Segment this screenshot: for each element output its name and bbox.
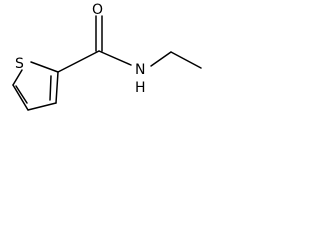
nitrogen-label: N [135,62,145,78]
bond-c2-c3-inner [49,75,52,101]
bond-c2-c3 [55,71,59,104]
bond-c4-c5-inner [15,85,28,104]
bond-ch2-ch3 [170,51,202,69]
bond-s1-c2 [30,61,59,73]
bond-c5-s1 [12,69,23,86]
bond-carbonyl-nitrogen [98,50,132,66]
oxygen-label: O [92,2,103,18]
chemical-structure-diagram: O S N H [12,2,202,111]
bond-c3-c4 [27,102,57,111]
hydrogen-label: H [135,80,146,96]
bond-c4-c5 [12,84,29,111]
bond-c2-carbonyl [57,50,100,73]
bond-nitrogen-ch2 [150,51,172,67]
sulfur-label: S [15,56,24,72]
